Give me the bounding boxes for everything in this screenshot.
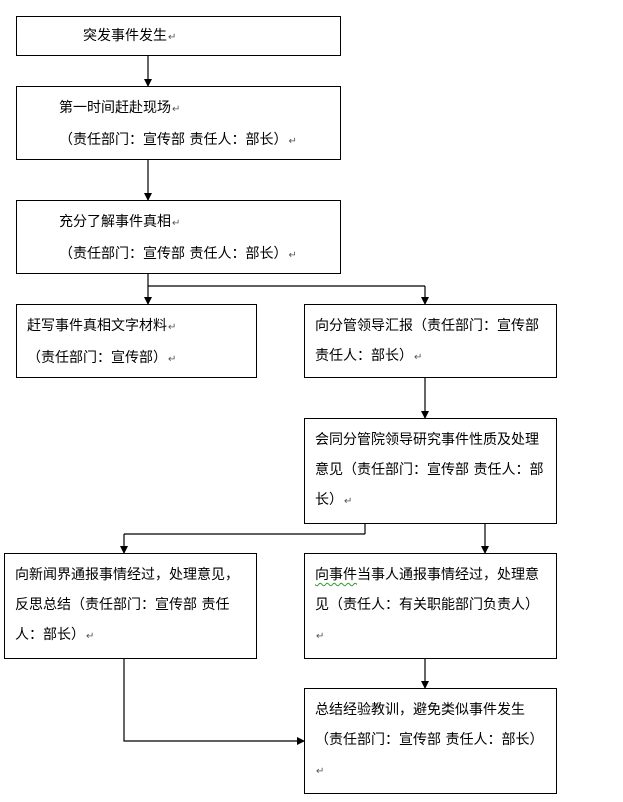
step-understand-truth-responsibility: （责任部门：宣传部 责任人：部长） bbox=[59, 246, 288, 262]
paragraph-mark: ↵ bbox=[168, 32, 177, 43]
paragraph-mark: ↵ bbox=[316, 631, 325, 642]
paragraph-mark: ↵ bbox=[414, 352, 423, 363]
paragraph-mark: ↵ bbox=[288, 136, 297, 147]
step-report-to-leader-text: 向分管领导汇报（责任部门：宣传部 责任人：部长） bbox=[315, 318, 539, 364]
step-draft-materials-title: 赶写事件真相文字材料 bbox=[27, 318, 167, 334]
step-rush-to-scene-title: 第一时间赶赴现场 bbox=[59, 100, 171, 116]
step-draft-materials: 赶写事件真相文字材料↵ （责任部门：宣传部）↵ bbox=[16, 304, 257, 378]
paragraph-mark: ↵ bbox=[168, 322, 177, 333]
step-research-nature: 会同分管院领导研究事件性质及处理意见（责任部门：宣传部 责任人：部长）↵ bbox=[304, 418, 557, 524]
paragraph-mark: ↵ bbox=[172, 218, 181, 229]
paragraph-mark: ↵ bbox=[168, 354, 177, 365]
step-notify-press: 向新闻界通报事情经过，处理意见，反思总结（责任部门：宣传部 责任人：部长）↵ bbox=[4, 553, 257, 659]
step-summarize-lessons: 总结经验教训，避免类似事件发生（责任部门：宣传部 责任人：部长） ↵ bbox=[304, 688, 557, 794]
step-summarize-lessons-text: 总结经验教训，避免类似事件发生（责任部门：宣传部 责任人：部长） bbox=[315, 702, 544, 748]
arrow-press-to-summary bbox=[123, 659, 305, 745]
step-understand-truth: 充分了解事件真相↵ （责任部门：宣传部 责任人：部长）↵ bbox=[16, 200, 341, 274]
step-notify-parties: 向事件当事人通报事情经过，处理意见（责任人：有关职能部门负责人） ↵ bbox=[304, 553, 557, 659]
step-notify-parties-text: 当事人通报事情经过，处理意见（责任人：有关职能部门负责人） bbox=[315, 567, 539, 613]
paragraph-mark: ↵ bbox=[288, 250, 297, 261]
paragraph-mark: ↵ bbox=[344, 496, 353, 507]
paragraph-mark: ↵ bbox=[172, 104, 181, 115]
step-event-occurs-text: 突发事件发生 bbox=[83, 28, 167, 44]
step-notify-press-text: 向新闻界通报事情经过，处理意见，反思总结（责任部门：宣传部 责任人：部长） bbox=[15, 567, 239, 643]
step-event-occurs: 突发事件发生↵ bbox=[16, 16, 341, 56]
spellcheck-underlined-text: 向事件 bbox=[315, 567, 357, 583]
step-report-to-leader: 向分管领导汇报（责任部门：宣传部 责任人：部长）↵ bbox=[304, 304, 557, 378]
step-research-nature-text: 会同分管院领导研究事件性质及处理意见（责任部门：宣传部 责任人：部长） bbox=[315, 432, 544, 508]
step-rush-to-scene: 第一时间赶赴现场↵ （责任部门：宣传部 责任人：部长）↵ bbox=[16, 86, 341, 160]
paragraph-mark: ↵ bbox=[316, 766, 325, 777]
step-rush-to-scene-responsibility: （责任部门：宣传部 责任人：部长） bbox=[59, 132, 288, 148]
step-understand-truth-title: 充分了解事件真相 bbox=[59, 214, 171, 230]
step-draft-materials-responsibility: （责任部门：宣传部） bbox=[27, 350, 167, 366]
paragraph-mark: ↵ bbox=[86, 631, 95, 642]
